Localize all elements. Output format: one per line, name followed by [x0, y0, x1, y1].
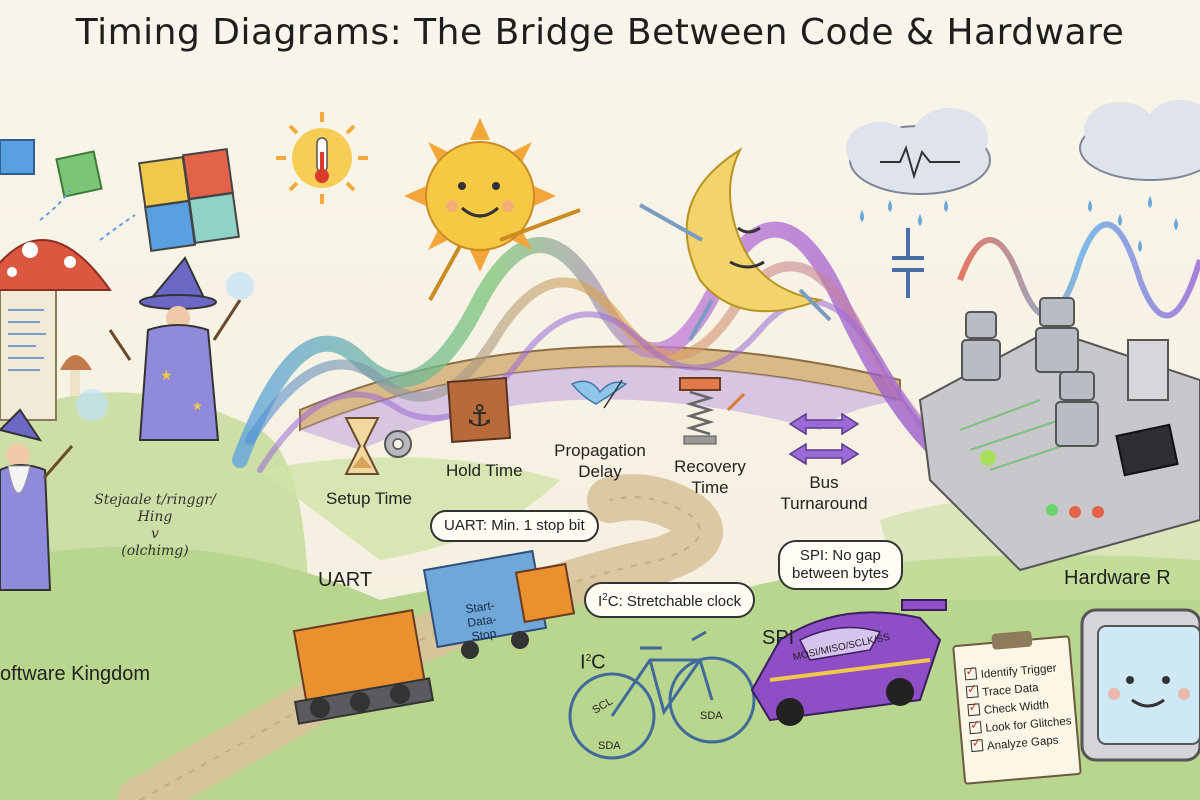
sda-text-2: SDA [700, 710, 723, 722]
i2c-label-base: I [580, 651, 586, 674]
hills [0, 392, 1200, 800]
svg-text:⚓: ⚓ [466, 399, 493, 434]
spring-icon [679, 377, 746, 445]
uart-bubble: UART: Min. 1 stop bit [430, 510, 599, 542]
circuit-board-icon [918, 328, 1200, 572]
spi-bubble-line-1: SPI: No gap [799, 547, 881, 564]
cloud-icon [846, 100, 1200, 195]
i2c-bubble: I2C: Stretchable clock [584, 582, 756, 618]
train-icon [292, 549, 576, 725]
propagation-delay-label: Propagation Delay [550, 440, 650, 482]
hold-time-label: Hold Time [446, 461, 523, 480]
i2c-bubble-end: C: Stretchable clock [607, 593, 742, 610]
i2c-label: I2C [580, 648, 606, 674]
svg-text:★: ★ [160, 368, 173, 384]
hardware-wave [957, 221, 1200, 319]
page-title: Timing Diagrams: The Bridge Between Code… [75, 12, 1125, 53]
wizard-icon-2 [0, 389, 108, 591]
checkbox-icon [968, 721, 982, 735]
puzzle-icon [0, 139, 240, 252]
spi-bubble-line-2: between bytes [792, 565, 889, 582]
checklist-item-label: Analyze Gaps [986, 734, 1059, 753]
spi-label: SPI [762, 627, 795, 649]
scribble-line-4: (olchimg) [121, 543, 189, 559]
sun-icon [404, 118, 581, 301]
checkbox-icon [970, 739, 984, 753]
checkbox-icon [967, 703, 981, 717]
propagation-line-2: Delay [578, 462, 622, 481]
checklist-item-label: Trace Data [981, 682, 1040, 699]
race-car-icon [750, 599, 947, 726]
scribble-line-2: Hing [137, 509, 173, 525]
uart-train-text: Start- Data-Stop [453, 597, 510, 646]
timing-waves [232, 221, 993, 493]
mushroom-icon [0, 239, 112, 421]
gear-icon [384, 430, 412, 458]
spi-bubble: SPI: No gap between bytes [778, 540, 903, 590]
wizard-scribble: Stejaale t/ringgr/ Hing v (olchimg) [70, 492, 240, 560]
anchor-icon: ⚓ [446, 376, 512, 444]
hardware-realm-label: Hardware R [1064, 567, 1171, 589]
moon-icon [639, 147, 832, 341]
arrows-icon [788, 412, 860, 466]
bicycle-icon [568, 630, 756, 760]
propagation-line-1: Propagation [554, 441, 646, 460]
monitor-icon [1080, 608, 1200, 762]
i2c-label-end: C [591, 651, 606, 674]
recovery-line-1: Recovery [674, 457, 746, 476]
bus-line-2: Turnaround [780, 494, 868, 513]
bus-line-1: Bus [809, 473, 839, 492]
rain-icon [860, 196, 1178, 252]
clipboard-clip [991, 630, 1033, 650]
scribble-line-1: Stejaale t/ringgr/ [94, 492, 216, 508]
uart-label: UART [318, 569, 373, 591]
hourglass-icon [344, 417, 380, 475]
i2c-bubble-base: I [598, 593, 603, 610]
robot-icon [961, 297, 1099, 447]
bird-icon [570, 379, 628, 409]
recovery-time-label: Recovery Time [670, 456, 750, 498]
thermometer-icon [276, 112, 368, 204]
wizard-icon: ★★ [108, 256, 254, 441]
setup-time-label: Setup Time [326, 489, 412, 508]
recovery-line-2: Time [691, 478, 729, 497]
capacitor-icon [892, 228, 924, 298]
software-kingdom-label: oftware Kingdom [0, 663, 151, 685]
svg-text:★: ★ [192, 399, 203, 413]
checkbox-icon [964, 667, 978, 681]
bus-turnaround-label: Bus Turnaround [774, 472, 874, 514]
checkbox-icon [965, 685, 979, 699]
i2c-label-sup: 2 [585, 653, 592, 664]
i2c-bubble-sup: 2 [602, 592, 608, 603]
clipboard-icon: Identify Trigger Trace Data Check Width … [952, 630, 1082, 785]
sda-text-1: SDA [598, 740, 621, 752]
scribble-line-3: v [151, 526, 159, 542]
